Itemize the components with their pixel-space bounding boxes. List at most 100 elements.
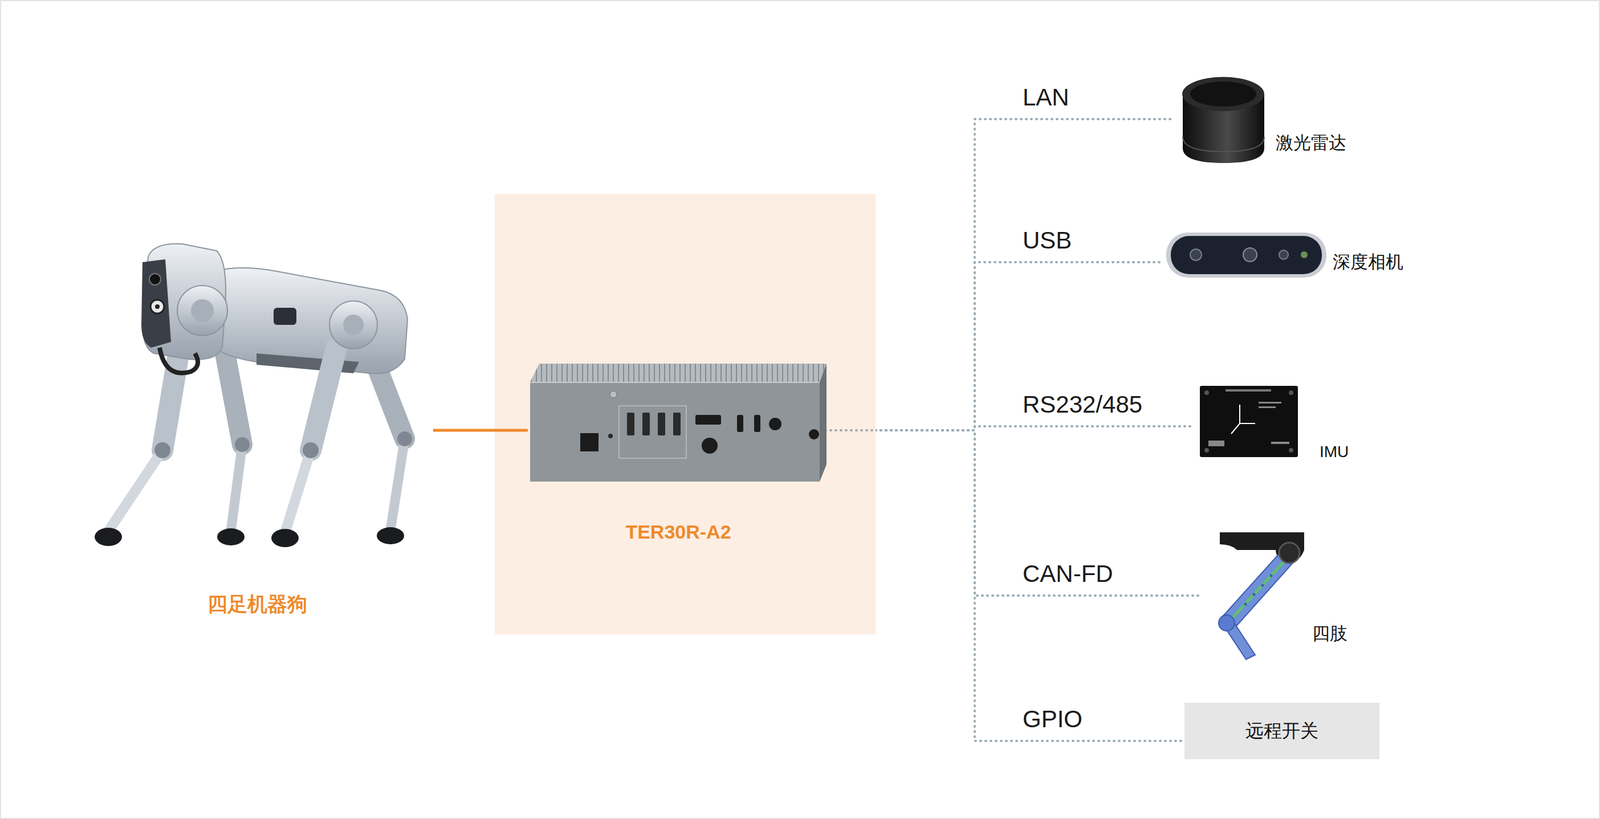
lidar-node: 激光雷达 xyxy=(1174,68,1369,172)
imu-illustration-part xyxy=(1271,441,1290,445)
robot-dog-illustration-part xyxy=(310,347,337,451)
robot-dog-illustration-part xyxy=(390,438,405,531)
robot-dog-illustration-part xyxy=(273,307,297,325)
imu-illustration-part xyxy=(1204,390,1209,396)
node-label: IMU xyxy=(1319,442,1349,462)
robot-dog-illustration-part xyxy=(271,528,299,548)
controller-illustration-part xyxy=(530,381,820,482)
limb-illustration xyxy=(1202,527,1312,665)
limb-illustration-part xyxy=(1218,615,1235,631)
dotted-connector xyxy=(875,119,1175,431)
controller-illustration-part xyxy=(609,391,617,398)
imu-illustration-part xyxy=(1208,440,1225,447)
node-label: 深度相机 xyxy=(1332,251,1404,273)
controller-illustration xyxy=(494,193,876,635)
depth-camera-illustration xyxy=(1162,225,1331,288)
controller-illustration-part xyxy=(657,412,666,436)
imu-illustration-part xyxy=(1258,401,1282,404)
depth-camera-illustration-part xyxy=(1300,251,1308,259)
robot-dog-illustration-part xyxy=(149,273,161,286)
interface-label: CAN-FD xyxy=(1022,560,1114,588)
text-holder: 四足机器狗 xyxy=(207,592,308,616)
text-holder: USB xyxy=(1022,226,1072,255)
robot-dog-illustration-part xyxy=(230,444,243,532)
controller-illustration-part xyxy=(494,429,528,433)
text-holder: TER30R-A2 xyxy=(625,520,731,544)
node-label: TER30R-A2 xyxy=(625,520,731,544)
robot-dog-illustration-part xyxy=(159,347,198,373)
controller-illustration-part xyxy=(754,414,761,433)
robot-dog-illustration-part xyxy=(150,299,165,314)
limb-illustration-part xyxy=(1219,532,1305,563)
limb-node: 四肢 xyxy=(1202,527,1369,665)
imu-illustration xyxy=(1191,379,1306,465)
controller-illustration-part xyxy=(737,414,744,433)
node-label: 远程开关 xyxy=(1245,720,1319,742)
robot-dog-illustration-part xyxy=(343,314,364,336)
controller-illustration-part xyxy=(530,363,827,382)
controller-illustration-part xyxy=(825,429,876,432)
robot-dog-illustration-part xyxy=(141,259,172,348)
robot-dog-illustration-part xyxy=(285,450,311,533)
controller-illustration-part xyxy=(768,417,782,431)
text-holder: 四肢 xyxy=(1312,623,1348,645)
lidar-illustration xyxy=(1174,68,1272,169)
node-label: 四肢 xyxy=(1312,623,1348,645)
imu-illustration-part xyxy=(1258,406,1276,409)
robot-dog-illustration-part xyxy=(376,527,405,545)
imu-node: IMU xyxy=(1191,379,1374,465)
imu-illustration-part xyxy=(1231,423,1240,434)
limb-illustration-part xyxy=(1261,584,1265,588)
text-holder: GPIO xyxy=(1022,705,1083,734)
imu-illustration-part xyxy=(1204,448,1209,453)
dotted-connector xyxy=(875,430,1185,742)
robot-dog-illustration-part xyxy=(217,528,245,546)
text-holder: LAN xyxy=(1022,83,1070,112)
interface-label: LAN xyxy=(1022,83,1070,112)
imu-illustration-part xyxy=(1239,404,1241,424)
robot-dog-illustration-part xyxy=(397,431,413,447)
robot-dog-illustration xyxy=(85,239,434,582)
limb-illustration-part xyxy=(1269,574,1273,578)
interface-label: RS232/485 xyxy=(1022,391,1143,419)
solid-connector xyxy=(433,429,495,433)
robot-dog-illustration-part xyxy=(155,304,160,309)
limb-illustration-part xyxy=(1279,542,1300,564)
controller-illustration-part xyxy=(819,363,827,482)
node-label: 激光雷达 xyxy=(1275,132,1347,154)
controller-illustration-part xyxy=(619,405,687,459)
text-holder: 激光雷达 xyxy=(1275,132,1347,154)
robot-dog-illustration-part xyxy=(199,267,408,374)
depth-camera-illustration-part xyxy=(1170,235,1322,275)
text-holder: 远程开关 xyxy=(1245,720,1319,742)
robot-dog-illustration-part xyxy=(154,442,171,459)
depth-camera-illustration-part xyxy=(1279,250,1289,260)
limb-illustration-part xyxy=(1252,593,1256,597)
controller-panel: TER30R-A2 xyxy=(494,193,876,635)
limb-illustration-part xyxy=(1244,603,1248,606)
controller-illustration-part xyxy=(695,414,722,425)
robot-dog-illustration-part xyxy=(108,450,163,532)
robot-dog-illustration-part xyxy=(234,437,250,453)
controller-illustration-part xyxy=(673,412,681,436)
depth-camera-illustration-part xyxy=(1243,247,1257,262)
lidar-illustration-part xyxy=(1190,81,1257,107)
text-holder: RS232/485 xyxy=(1022,391,1143,419)
imu-illustration-part xyxy=(1239,422,1256,425)
imu-illustration-part xyxy=(1225,389,1272,392)
camera-node: 深度相机 xyxy=(1162,225,1403,288)
lidar-illustration-part xyxy=(1182,136,1265,152)
imu-illustration-part xyxy=(1199,385,1298,458)
imu-illustration-part xyxy=(1288,390,1294,396)
dotted-connector xyxy=(875,262,1163,431)
text-holder: CAN-FD xyxy=(1022,560,1114,588)
controller-illustration-part xyxy=(627,412,635,436)
lidar-illustration-part xyxy=(1182,76,1265,112)
controller-illustration-part xyxy=(808,429,820,440)
depth-camera-illustration-part xyxy=(1190,249,1202,261)
robot-dog-illustration-part xyxy=(329,300,378,349)
robot-dog-node: 四足机器狗 xyxy=(85,239,434,628)
dotted-connector xyxy=(875,430,1203,596)
robot-dog-illustration-part xyxy=(225,353,243,445)
